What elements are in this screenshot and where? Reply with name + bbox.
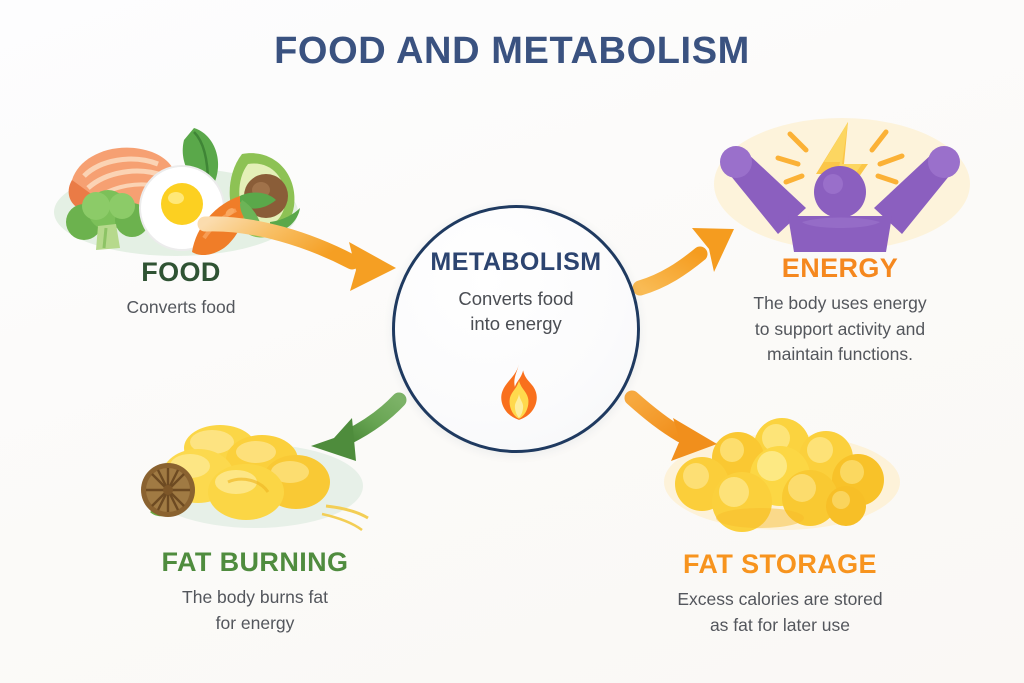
fat-globule-cluster [675, 418, 884, 532]
page-title: FOOD AND METABOLISM [274, 30, 750, 72]
metabolism-description-line-2: into energy [470, 312, 562, 334]
energy-description: The body uses energy to support activity… [690, 291, 990, 369]
arrow-food-to-metabolism [197, 216, 396, 291]
arrow-metabolism-to-fat-burning [311, 392, 407, 461]
energetic-person-icon [714, 118, 970, 252]
food-description-line-1: Converts food [126, 296, 236, 317]
fat-storage-description-line-2: as fat for later use [709, 614, 851, 635]
energy-description-line-3: maintain functions. [767, 344, 913, 365]
metabolism-label: METABOLISM [430, 248, 602, 276]
energy-label: ENERGY [781, 253, 899, 283]
fat-storage-label: FAT STORAGE [683, 549, 877, 579]
fat-burning-description: The body burns fat for energy [110, 585, 400, 637]
metabolism-description-line-1: Converts food [458, 288, 574, 309]
node-food[interactable]: FOOD Converts food [36, 118, 326, 321]
food-description: Converts food [36, 295, 326, 321]
metabolism-description: Converts food into energy [395, 287, 637, 337]
spark-rays [775, 129, 905, 185]
fat-burning-description-line-2: for energy [215, 612, 295, 633]
burning-fat-cells-icon [141, 425, 369, 532]
node-fat-storage[interactable]: FAT STORAGE Excess calories are stored a… [630, 418, 930, 638]
energy-description-line-2: to support activity and [754, 318, 926, 339]
healthy-food-icon [54, 128, 300, 256]
fat-burning-description-line-1: The body burns fat [182, 586, 328, 607]
flame-icon [501, 364, 537, 420]
arrow-metabolism-to-fat-storage [624, 390, 717, 461]
stored-fat-cells-icon [664, 418, 900, 532]
fat-storage-description-line-1: Excess calories are stored [677, 588, 883, 609]
person-arms-raised [720, 146, 960, 252]
energy-description-line-1: The body uses energy [753, 292, 927, 313]
node-energy[interactable]: ENERGY The body uses energy to support a… [690, 112, 990, 368]
node-fat-burning[interactable]: FAT BURNING The body burns fat for energ… [110, 420, 400, 636]
food-label: FOOD [141, 257, 221, 287]
fat-burning-label: FAT BURNING [161, 547, 349, 577]
metabolism-center-node[interactable]: METABOLISM Converts food into energy [392, 205, 640, 453]
fat-storage-description: Excess calories are stored as fat for la… [630, 587, 930, 639]
arrow-metabolism-to-energy [632, 228, 734, 296]
